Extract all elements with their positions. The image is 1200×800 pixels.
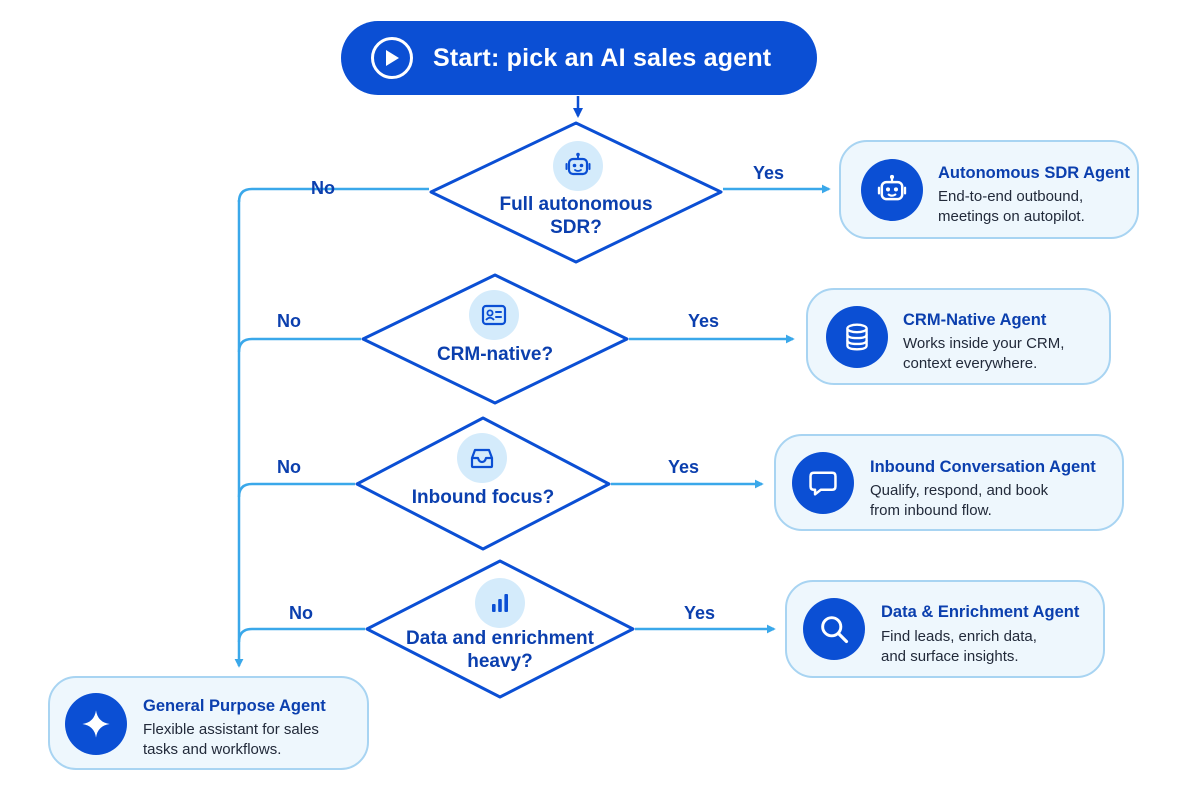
yes-label-inbound: Yes	[668, 457, 700, 477]
no-line-crm	[237, 337, 361, 353]
decision-diamond-data	[365, 559, 635, 699]
no-line-data	[237, 627, 365, 643]
yes-label-autonomous: Yes	[753, 163, 785, 183]
card-desc-line-2: from inbound flow.	[870, 502, 992, 519]
decision-question-inbound: Inbound focus?	[411, 487, 555, 508]
card-title: Autonomous SDR Agent	[938, 164, 1130, 182]
inbox-icon	[457, 433, 507, 483]
card-title: CRM-Native Agent	[903, 311, 1047, 329]
card-desc-line-1: Qualify, respond, and book	[870, 482, 1049, 499]
chat-bubble-icon	[792, 452, 854, 514]
card-desc-line-2: meetings on autopilot.	[938, 208, 1085, 225]
card-title: Inbound Conversation Agent	[870, 458, 1096, 476]
search-icon	[803, 598, 865, 660]
no-line-autonomous	[237, 187, 429, 203]
play-icon	[371, 37, 413, 79]
outcome-card-general-purpose[interactable]: General Purpose Agent Flexible assistant…	[48, 676, 369, 770]
card-title: General Purpose Agent	[143, 697, 326, 715]
database-icon	[826, 306, 888, 368]
outcome-card-inbound-conversation[interactable]: Inbound Conversation Agent Qualify, resp…	[774, 434, 1124, 531]
yes-label-data: Yes	[684, 603, 716, 623]
card-desc-line-2: tasks and workflows.	[143, 741, 282, 758]
decision-diamond-autonomous	[429, 121, 723, 264]
start-label: Start: pick an AI sales agent	[433, 43, 772, 72]
card-title: Data & Enrichment Agent	[881, 603, 1080, 621]
start-button[interactable]: Start: pick an AI sales agent	[341, 21, 817, 95]
decision-diamond-inbound	[355, 416, 611, 551]
sparkle-icon	[65, 693, 127, 755]
no-line-inbound	[237, 482, 355, 498]
decision-question-autonomous: Full autonomous SDR?	[499, 194, 653, 238]
decision-question-crm: CRM-native?	[436, 344, 554, 365]
no-label-inbound: No	[277, 457, 301, 477]
card-desc-line-1: Find leads, enrich data,	[881, 628, 1037, 645]
card-desc-line-2: and surface insights.	[881, 648, 1019, 665]
no-label-autonomous: No	[311, 178, 335, 198]
yes-label-crm: Yes	[688, 311, 720, 331]
outcome-card-data-enrichment[interactable]: Data & Enrichment Agent Find leads, enri…	[785, 580, 1105, 678]
card-desc-line-2: context everywhere.	[903, 355, 1038, 372]
outcome-card-crm-native[interactable]: CRM-Native Agent Works inside your CRM, …	[806, 288, 1111, 385]
card-desc-line-1: Works inside your CRM,	[903, 335, 1065, 352]
card-desc-line-1: Flexible assistant for sales	[143, 721, 319, 738]
decision-question-data: Data and enrichment heavy?	[406, 628, 594, 672]
contact-card-icon	[469, 290, 519, 340]
card-desc-line-1: End-to-end outbound,	[938, 188, 1084, 205]
robot-icon	[861, 159, 923, 221]
no-label-crm: No	[277, 311, 301, 331]
robot-icon	[553, 141, 603, 191]
no-label-data: No	[289, 603, 313, 623]
bar-chart-icon	[475, 578, 525, 628]
outcome-card-autonomous-sdr[interactable]: Autonomous SDR Agent End-to-end outbound…	[839, 140, 1139, 239]
